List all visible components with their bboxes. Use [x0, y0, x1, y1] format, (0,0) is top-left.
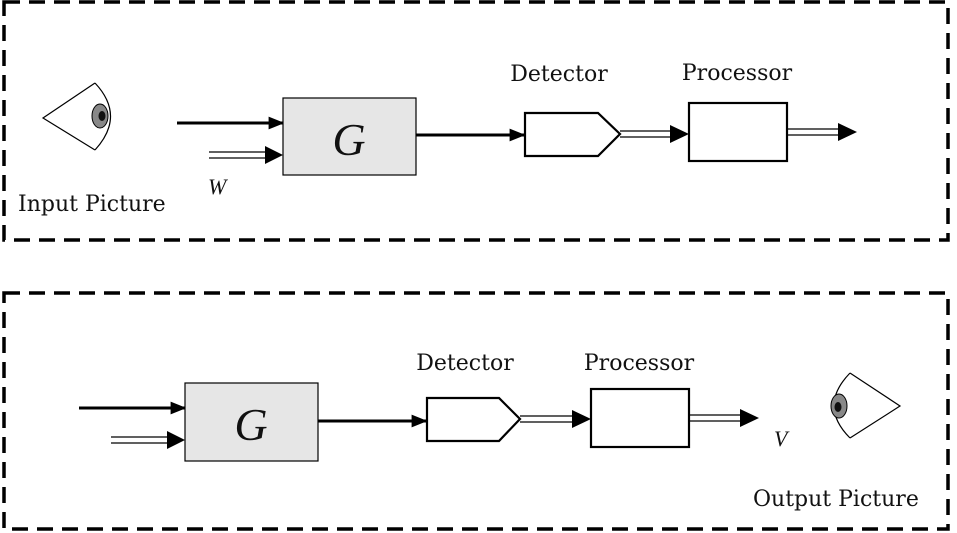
output-v-label: V [774, 426, 790, 451]
eye-icon [41, 82, 112, 151]
detector-label: Detector [416, 351, 514, 376]
eye-caption: Input Picture [18, 192, 166, 217]
g-block [184, 382, 319, 462]
detector-label: Detector [510, 62, 608, 87]
processor-output-arrow [787, 123, 857, 141]
double-input-arrow [111, 431, 185, 449]
detector-to-processor-arrow [620, 125, 689, 143]
processor-label: Processor [584, 351, 695, 376]
top-panel-border [2, 0, 950, 242]
eye-caption: Output Picture [753, 487, 919, 512]
input-w-label: W [208, 174, 228, 199]
detector-block [523, 111, 622, 158]
double-input-arrow [209, 146, 283, 164]
detector-block [425, 396, 522, 443]
processor-block [687, 101, 789, 163]
bottom-panel: G Detector Processor V Output Pic [2, 291, 950, 531]
processor-block [589, 387, 691, 449]
detector-to-processor-arrow [520, 410, 591, 428]
processor-output-arrow [689, 409, 759, 427]
eye-icon [830, 372, 902, 439]
processor-label: Processor [682, 61, 793, 86]
bottom-panel-border [2, 291, 950, 531]
g-block-label: G [234, 399, 267, 450]
g-block-label: G [332, 114, 365, 165]
top-panel: Input Picture W G Detector Processor [2, 0, 950, 242]
